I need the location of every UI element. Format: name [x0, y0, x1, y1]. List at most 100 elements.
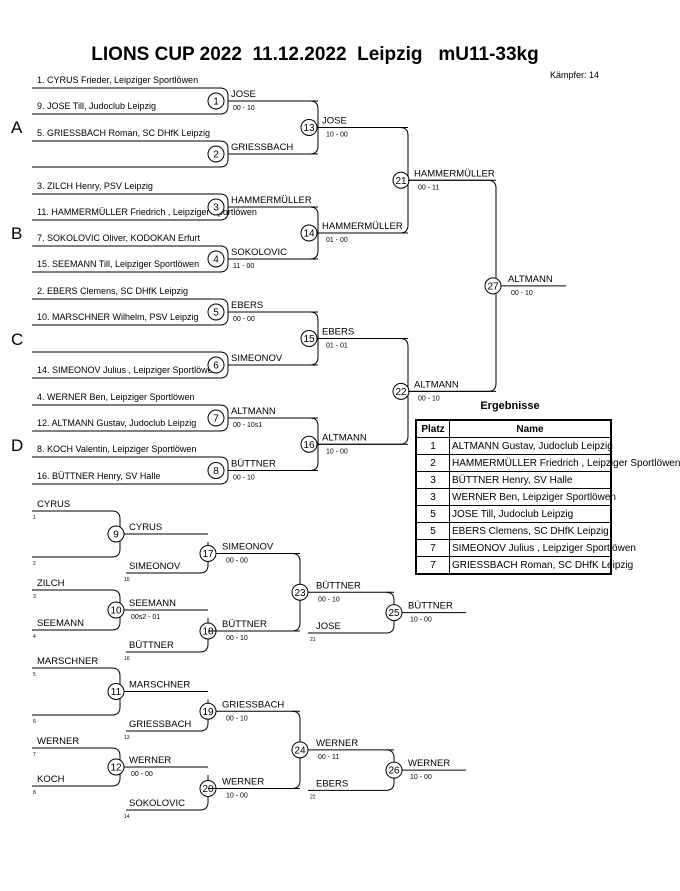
match-score: 10 - 00	[226, 793, 248, 800]
match-bubble-number: 20	[202, 784, 214, 795]
bracket-diagram: 1. CYRUS Frieder, Leipziger Sportlöwen9.…	[32, 75, 566, 820]
match-bubble-number: 9	[113, 530, 119, 541]
result-place: 2	[415, 454, 450, 472]
match-score: 10 - 00	[410, 617, 432, 624]
bracket-connector	[199, 775, 209, 811]
match-winner: BÜTTNER	[408, 601, 453, 612]
rep-seed-name: MARSCHNER	[37, 656, 98, 667]
pool-label-a: A	[11, 118, 23, 137]
match-bubble-number: 23	[294, 588, 306, 599]
match-score: 10 - 00	[326, 448, 348, 455]
rep-seed-name: KOCH	[37, 774, 65, 785]
match-bubble-circle	[207, 198, 225, 216]
fighter-count: Kämpfer: 14	[549, 70, 599, 80]
rep-seed-pos: 1	[33, 515, 36, 521]
match-winner: HAMMERMÜLLER	[414, 168, 495, 179]
match-bubble-circle	[107, 758, 125, 776]
result-place: 7	[415, 539, 450, 557]
bracket-connector	[32, 140, 229, 168]
result-name: WERNER Ben, Leipziger Sportlöwen	[449, 488, 616, 506]
match-bubble-circle	[207, 250, 225, 268]
match-winner: GRIESSBACH	[222, 699, 284, 710]
rep-seed-pos: 6	[33, 719, 36, 725]
bracket-connector	[199, 618, 209, 653]
match-bubble-number: 24	[294, 745, 306, 756]
match-bubble-number: 18	[202, 627, 214, 638]
rep-drop-pos: 21	[310, 637, 316, 643]
rep-drop-pos: 16	[124, 656, 130, 662]
entry-name: 11. HAMMERMÜLLER Friedrich , Leipziger S…	[37, 207, 257, 217]
rep-seed-pos: 3	[33, 594, 36, 600]
match-bubble-number: 1	[213, 97, 219, 108]
entry-name: 10. MARSCHNER Wilhelm, PSV Leipzig	[37, 312, 199, 322]
entry-name: 9. JOSE Till, Judoclub Leipzig	[37, 101, 156, 111]
match-score: 00 - 10	[511, 290, 533, 297]
match-winner: ALTMANN	[231, 406, 276, 417]
rep-drop-name: BÜTTNER	[129, 640, 174, 651]
rep-seed-name: WERNER	[37, 736, 79, 747]
match-winner: JOSE	[322, 116, 347, 127]
match-bubble-circle	[199, 545, 217, 562]
rep-seed-pos: 8	[33, 790, 36, 796]
result-name: HAMMERMÜLLER Friedrich , Leipziger Sport…	[449, 454, 680, 472]
match-score: 01 - 00	[326, 237, 348, 244]
entry-name: 3. ZILCH Henry, PSV Leipzig	[37, 181, 153, 191]
rep-seed-pos: 4	[33, 634, 36, 640]
rep-drop-name: GRIESSBACH	[129, 719, 191, 730]
match-bubble-circle	[385, 761, 403, 779]
match-winner: BÜTTNER	[316, 580, 361, 591]
result-name: EBERS Clemens, SC DHfK Leipzig	[449, 522, 612, 540]
match-bubble-circle	[207, 356, 225, 374]
result-place: 3	[415, 471, 450, 489]
match-bubble-number: 4	[213, 255, 219, 266]
rep-drop-pos: 14	[124, 814, 130, 820]
match-bubble-circle	[207, 462, 225, 479]
match-winner: ALTMANN	[508, 274, 553, 285]
rep-seed-pos: 7	[33, 752, 36, 758]
match-bubble-circle	[107, 525, 125, 543]
match-bubble-number: 25	[388, 608, 400, 619]
entry-name: 16. BÜTTNER Henry, SV Halle	[37, 471, 160, 481]
match-bubble-circle	[199, 702, 217, 720]
page-title: LIONS CUP 2022 11.12.2022 Leipzig mU11-3…	[91, 44, 539, 65]
match-score: 00 - 00	[226, 558, 248, 565]
match-bubble-number: 12	[110, 763, 122, 774]
match-bubble-circle	[300, 435, 318, 453]
match-winner: WERNER	[408, 758, 450, 769]
entry-name: 2. EBERS Clemens, SC DHfK Leipzig	[37, 286, 188, 296]
match-winner: WERNER	[129, 755, 171, 766]
result-place: 1	[415, 437, 450, 455]
match-bubble-number: 26	[388, 766, 400, 777]
match-bubble-circle	[300, 330, 318, 347]
match-bubble-circle	[207, 409, 225, 427]
match-bubble-number: 5	[213, 308, 219, 319]
match-winner: HAMMERMÜLLER	[322, 221, 403, 232]
match-winner: BÜTTNER	[231, 459, 276, 470]
bracket-connector	[199, 699, 209, 732]
result-place: 5	[415, 522, 450, 540]
result-name: BÜTTNER Henry, SV Halle	[449, 471, 612, 489]
result-name: SIMEONOV Julius , Leipziger Sportlöwen	[449, 539, 636, 557]
match-bubble-number: 2	[213, 150, 219, 161]
match-bubble-number: 11	[111, 687, 122, 698]
match-winner: JOSE	[231, 89, 256, 100]
match-bubble-circle	[291, 583, 309, 601]
entry-name: 14. SIMEONOV Julius , Leipziger Sportlöw…	[37, 365, 218, 375]
bracket-sheet: LIONS CUP 2022 11.12.2022 Leipzig mU11-3…	[11, 44, 680, 820]
match-bubble-circle	[107, 601, 125, 619]
match-bubble-number: 3	[213, 203, 219, 214]
match-score: 00 - 10	[233, 475, 255, 482]
match-score: 10 - 00	[326, 132, 348, 139]
match-score: 11 - 00	[233, 263, 254, 270]
match-winner: MARSCHNER	[129, 680, 190, 691]
match-score: 00 - 00	[131, 771, 153, 778]
match-score: 00 - 10	[226, 635, 248, 642]
match-bubble-number: 13	[303, 123, 315, 134]
match-bubble-circle	[207, 303, 225, 321]
match-score: 00 - 10	[318, 596, 340, 603]
